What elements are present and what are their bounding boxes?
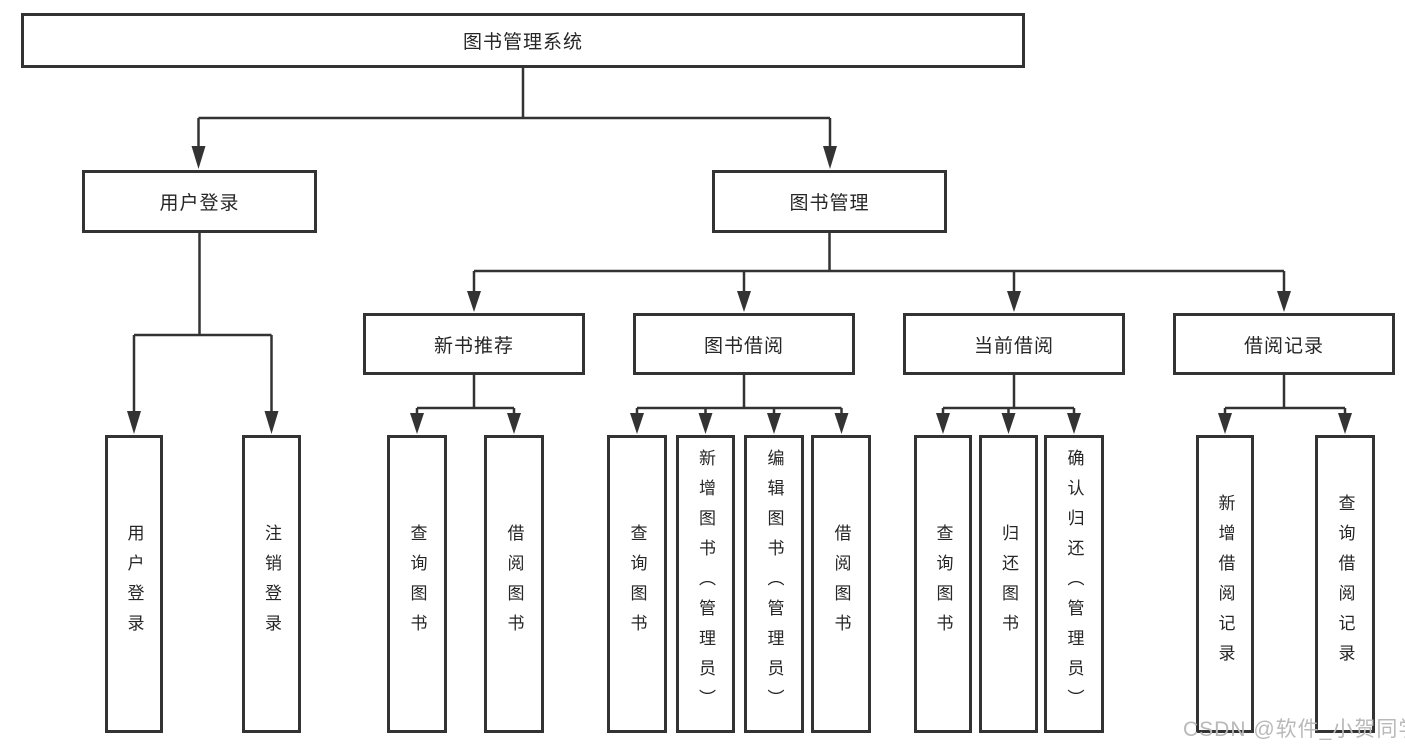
node-book-management-label: 图书管理 [789,193,870,214]
leaf-current-return-books: 归还图书 [979,435,1038,733]
node-book-management: 图书管理 [712,170,947,233]
node-current-borrow: 当前借阅 [903,313,1125,375]
leaf-current-confirm-return-admin: 确认归还（管理员） [1044,435,1104,733]
node-current-borrow-label: 当前借阅 [973,335,1054,357]
node-book-borrow-label: 图书借阅 [703,335,784,357]
node-user-login: 用户登录 [82,170,317,233]
node-book-borrow: 图书借阅 [633,313,855,375]
leaf-current-return-books-label: 归还图书 [999,524,1018,644]
leaf-current-confirm-return-admin-label: 确认归还（管理员） [1064,449,1084,719]
leaf-records-add-record-label: 新增借阅记录 [1215,494,1235,674]
leaf-records-query-record-label: 查询借阅记录 [1335,494,1355,674]
node-new-book-recommend-label: 新书推荐 [433,335,514,357]
leaf-current-query-books: 查询图书 [914,435,972,733]
leaf-records-add-record: 新增借阅记录 [1196,435,1254,733]
node-root: 图书管理系统 [21,13,1025,68]
leaf-user-login: 用户登录 [105,435,163,733]
node-user-login-label: 用户登录 [159,193,240,214]
leaf-borrow-query-books: 查询图书 [607,435,667,733]
node-root-label: 图书管理系统 [462,32,583,53]
arrowheads [127,146,1352,434]
node-borrow-records-label: 借阅记录 [1243,335,1324,357]
leaf-records-query-record: 查询借阅记录 [1315,435,1375,733]
leaf-borrow-edit-books-admin: 编辑图书（管理员） [744,435,804,733]
leaf-logout-label: 注销登录 [262,524,281,644]
leaf-borrow-query-books-label: 查询图书 [627,524,647,644]
node-borrow-records: 借阅记录 [1173,313,1395,375]
leaf-borrow-edit-books-admin-label: 编辑图书（管理员） [764,449,784,719]
leaf-user-login-label: 用户登录 [124,524,144,644]
leaf-rec-borrow-books: 借阅图书 [484,435,544,733]
leaf-borrow-add-books-admin-label: 新增图书（管理员） [696,449,715,719]
leaf-rec-query-books: 查询图书 [387,435,447,733]
leaf-borrow-add-books-admin: 新增图书（管理员） [676,435,735,733]
node-new-book-recommend: 新书推荐 [363,313,585,375]
leaf-borrow-borrow-books: 借阅图书 [811,435,871,733]
leaf-logout: 注销登录 [242,435,301,733]
leaf-rec-borrow-books-label: 借阅图书 [504,524,524,644]
leaf-rec-query-books-label: 查询图书 [407,524,427,644]
leaf-current-query-books-label: 查询图书 [933,524,953,644]
leaf-borrow-borrow-books-label: 借阅图书 [831,524,851,644]
csdn-watermark: CSDN @软件_小贺同学 [1183,718,1405,741]
